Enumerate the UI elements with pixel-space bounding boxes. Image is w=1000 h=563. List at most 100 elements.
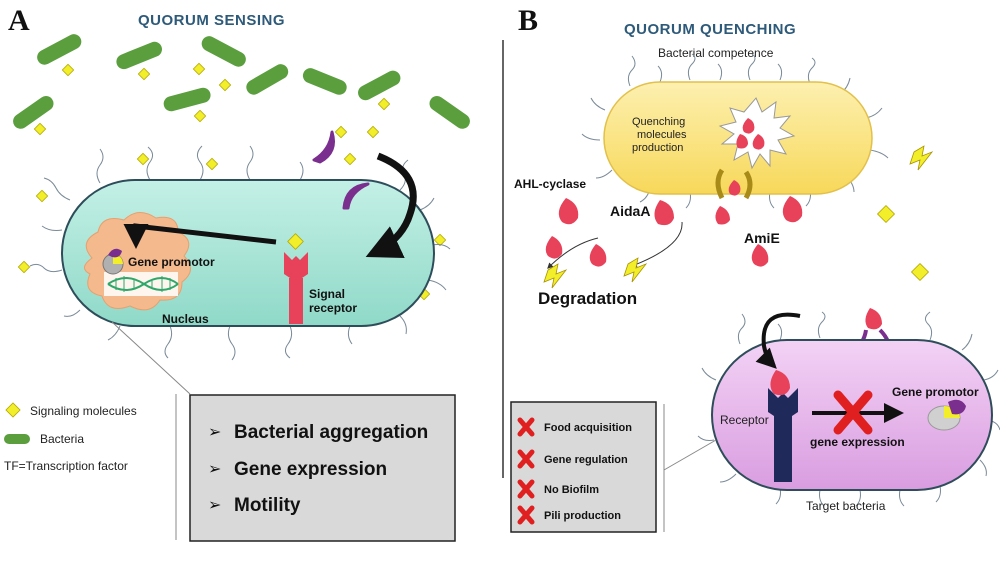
aidaa-molecule-icon (654, 200, 674, 226)
amie-label: AmiE (744, 230, 780, 246)
x-icon (517, 505, 535, 525)
signal-molecule-icon (33, 122, 47, 136)
signal-molecule-icon (193, 109, 207, 123)
feedback-curved-arrow (365, 152, 417, 259)
signal-molecule-icon (205, 157, 219, 171)
connector-line-a (111, 321, 191, 395)
signal-molecule-icon (343, 152, 357, 166)
bacterium-icon (37, 34, 82, 65)
legend-bacteria-icon (4, 434, 30, 444)
signal-molecule-icon (433, 233, 447, 247)
enzyme-molecule-icon (715, 206, 730, 225)
lightning-icons (543, 145, 934, 289)
panel-b-title: QUORUM QUENCHING (624, 21, 796, 38)
effect-item-b-1: Gene regulation (544, 454, 628, 466)
competence-label: Bacterial competence (658, 46, 774, 60)
signal-molecule-icon (61, 63, 75, 77)
effect-item-bullet: ➢ (208, 424, 221, 441)
bacteria-group (13, 34, 470, 129)
legend-signaling-label: Signaling molecules (30, 404, 137, 418)
bacterium-icon (246, 64, 289, 95)
lightning-icon (909, 145, 934, 171)
panel-b-letter: B (518, 4, 538, 37)
quenching-molecules-icon (736, 118, 765, 150)
signal-molecule-icon (137, 67, 151, 81)
quenching-molecule-icon (865, 308, 882, 330)
enzyme-molecule-icon (589, 244, 607, 267)
gene-promotor-b-icon (927, 399, 966, 431)
ahl-cyclase-label: AHL-cyclase (514, 177, 586, 191)
lightning-icon (543, 263, 568, 289)
panel-a-letter: A (8, 4, 30, 37)
lightning-icon (623, 257, 648, 283)
enzyme-molecule-icon (545, 236, 563, 259)
effect-item-b-0: Food acquisition (544, 422, 632, 434)
target-bacteria-label: Target bacteria (806, 499, 886, 513)
effect-item-a-0: Bacterial aggregation (234, 422, 428, 443)
legend-signal-icon (5, 402, 21, 418)
gene-expression-label-b: gene expression (810, 435, 905, 449)
bacterium-icon (13, 96, 54, 129)
receptor-label: Receptor (720, 413, 769, 427)
receptor-b-icon (768, 370, 798, 482)
x-icon (517, 417, 535, 437)
membrane-channel-icon (743, 170, 753, 200)
x-icon (517, 479, 535, 499)
aidaa-label: AidaA (610, 203, 650, 219)
signal-molecule-icon (910, 262, 930, 282)
panel-a-title: QUORUM SENSING (138, 12, 285, 29)
signal-binding-curved-arrow (755, 312, 801, 369)
signal-molecule-icon (136, 152, 150, 166)
degradation-arrow (547, 237, 599, 269)
enzyme-molecules (545, 196, 803, 267)
quenching-label-line3: production (632, 142, 683, 154)
signal-receptor-label-line1: Signal (309, 287, 345, 301)
gene-promotor-label-b: Gene promotor (892, 385, 979, 399)
signal-molecule-icon (876, 204, 896, 224)
legend-bacteria-label: Bacteria (40, 432, 84, 446)
signal-molecule-icon (377, 97, 391, 111)
enzyme-molecule-icon (751, 244, 769, 267)
signal-molecule-icon (366, 125, 380, 139)
effect-item-a-1: Gene expression (234, 459, 387, 480)
effect-item-bullet: ➢ (208, 461, 221, 478)
effect-item-b-2: No Biofilm (544, 484, 599, 496)
degradation-arrow (630, 221, 683, 268)
x-icon (517, 449, 535, 469)
membrane-channel-icon (715, 168, 725, 200)
signal-molecule-icon (17, 260, 31, 274)
dna-helix-icon (104, 272, 179, 296)
effect-item-bullet: ➢ (208, 497, 221, 514)
signal-molecule-icon (334, 125, 348, 139)
signal-receptor-label-line2: receptor (309, 301, 357, 315)
legend-tf-label: TF=Transcription factor (4, 459, 128, 473)
effect-item-b-3: Pili production (544, 510, 621, 522)
bacterium-icon (163, 87, 211, 112)
quenching-label-line2: molecules (637, 129, 687, 141)
bacterium-icon (302, 68, 347, 95)
bacterium-icon (116, 41, 162, 70)
quenching-label-line1: Quenching (632, 116, 685, 128)
purple-crescent-icon (342, 182, 370, 210)
transcription-factor-icon (102, 248, 124, 275)
block-x-icon (833, 390, 873, 435)
signal-molecule-icon (35, 189, 49, 203)
signal-to-promotor-arrow (123, 223, 277, 249)
signal-receptor-icon (284, 252, 308, 324)
amie-molecule-icon (782, 196, 803, 223)
ahl-cyclase-molecule-icon (558, 198, 579, 225)
gene-promotor-label-a: Gene promotor (128, 255, 215, 269)
purple-crescent-icon (312, 130, 335, 164)
signal-molecule-icon (218, 78, 232, 92)
effect-item-a-2: Motility (234, 495, 301, 516)
signaling-molecules-a (17, 62, 447, 301)
degradation-label: Degradation (538, 289, 637, 308)
signal-molecule-icon (192, 62, 206, 76)
nucleus-label: Nucleus (162, 312, 209, 326)
bacterium-icon (201, 36, 246, 67)
connector-line-b (663, 439, 717, 471)
effects-box-b: Food acquisition Gene regulation No Biof… (510, 401, 657, 533)
bound-signal-molecule-icon (287, 233, 304, 250)
bacterium-icon (429, 96, 470, 129)
